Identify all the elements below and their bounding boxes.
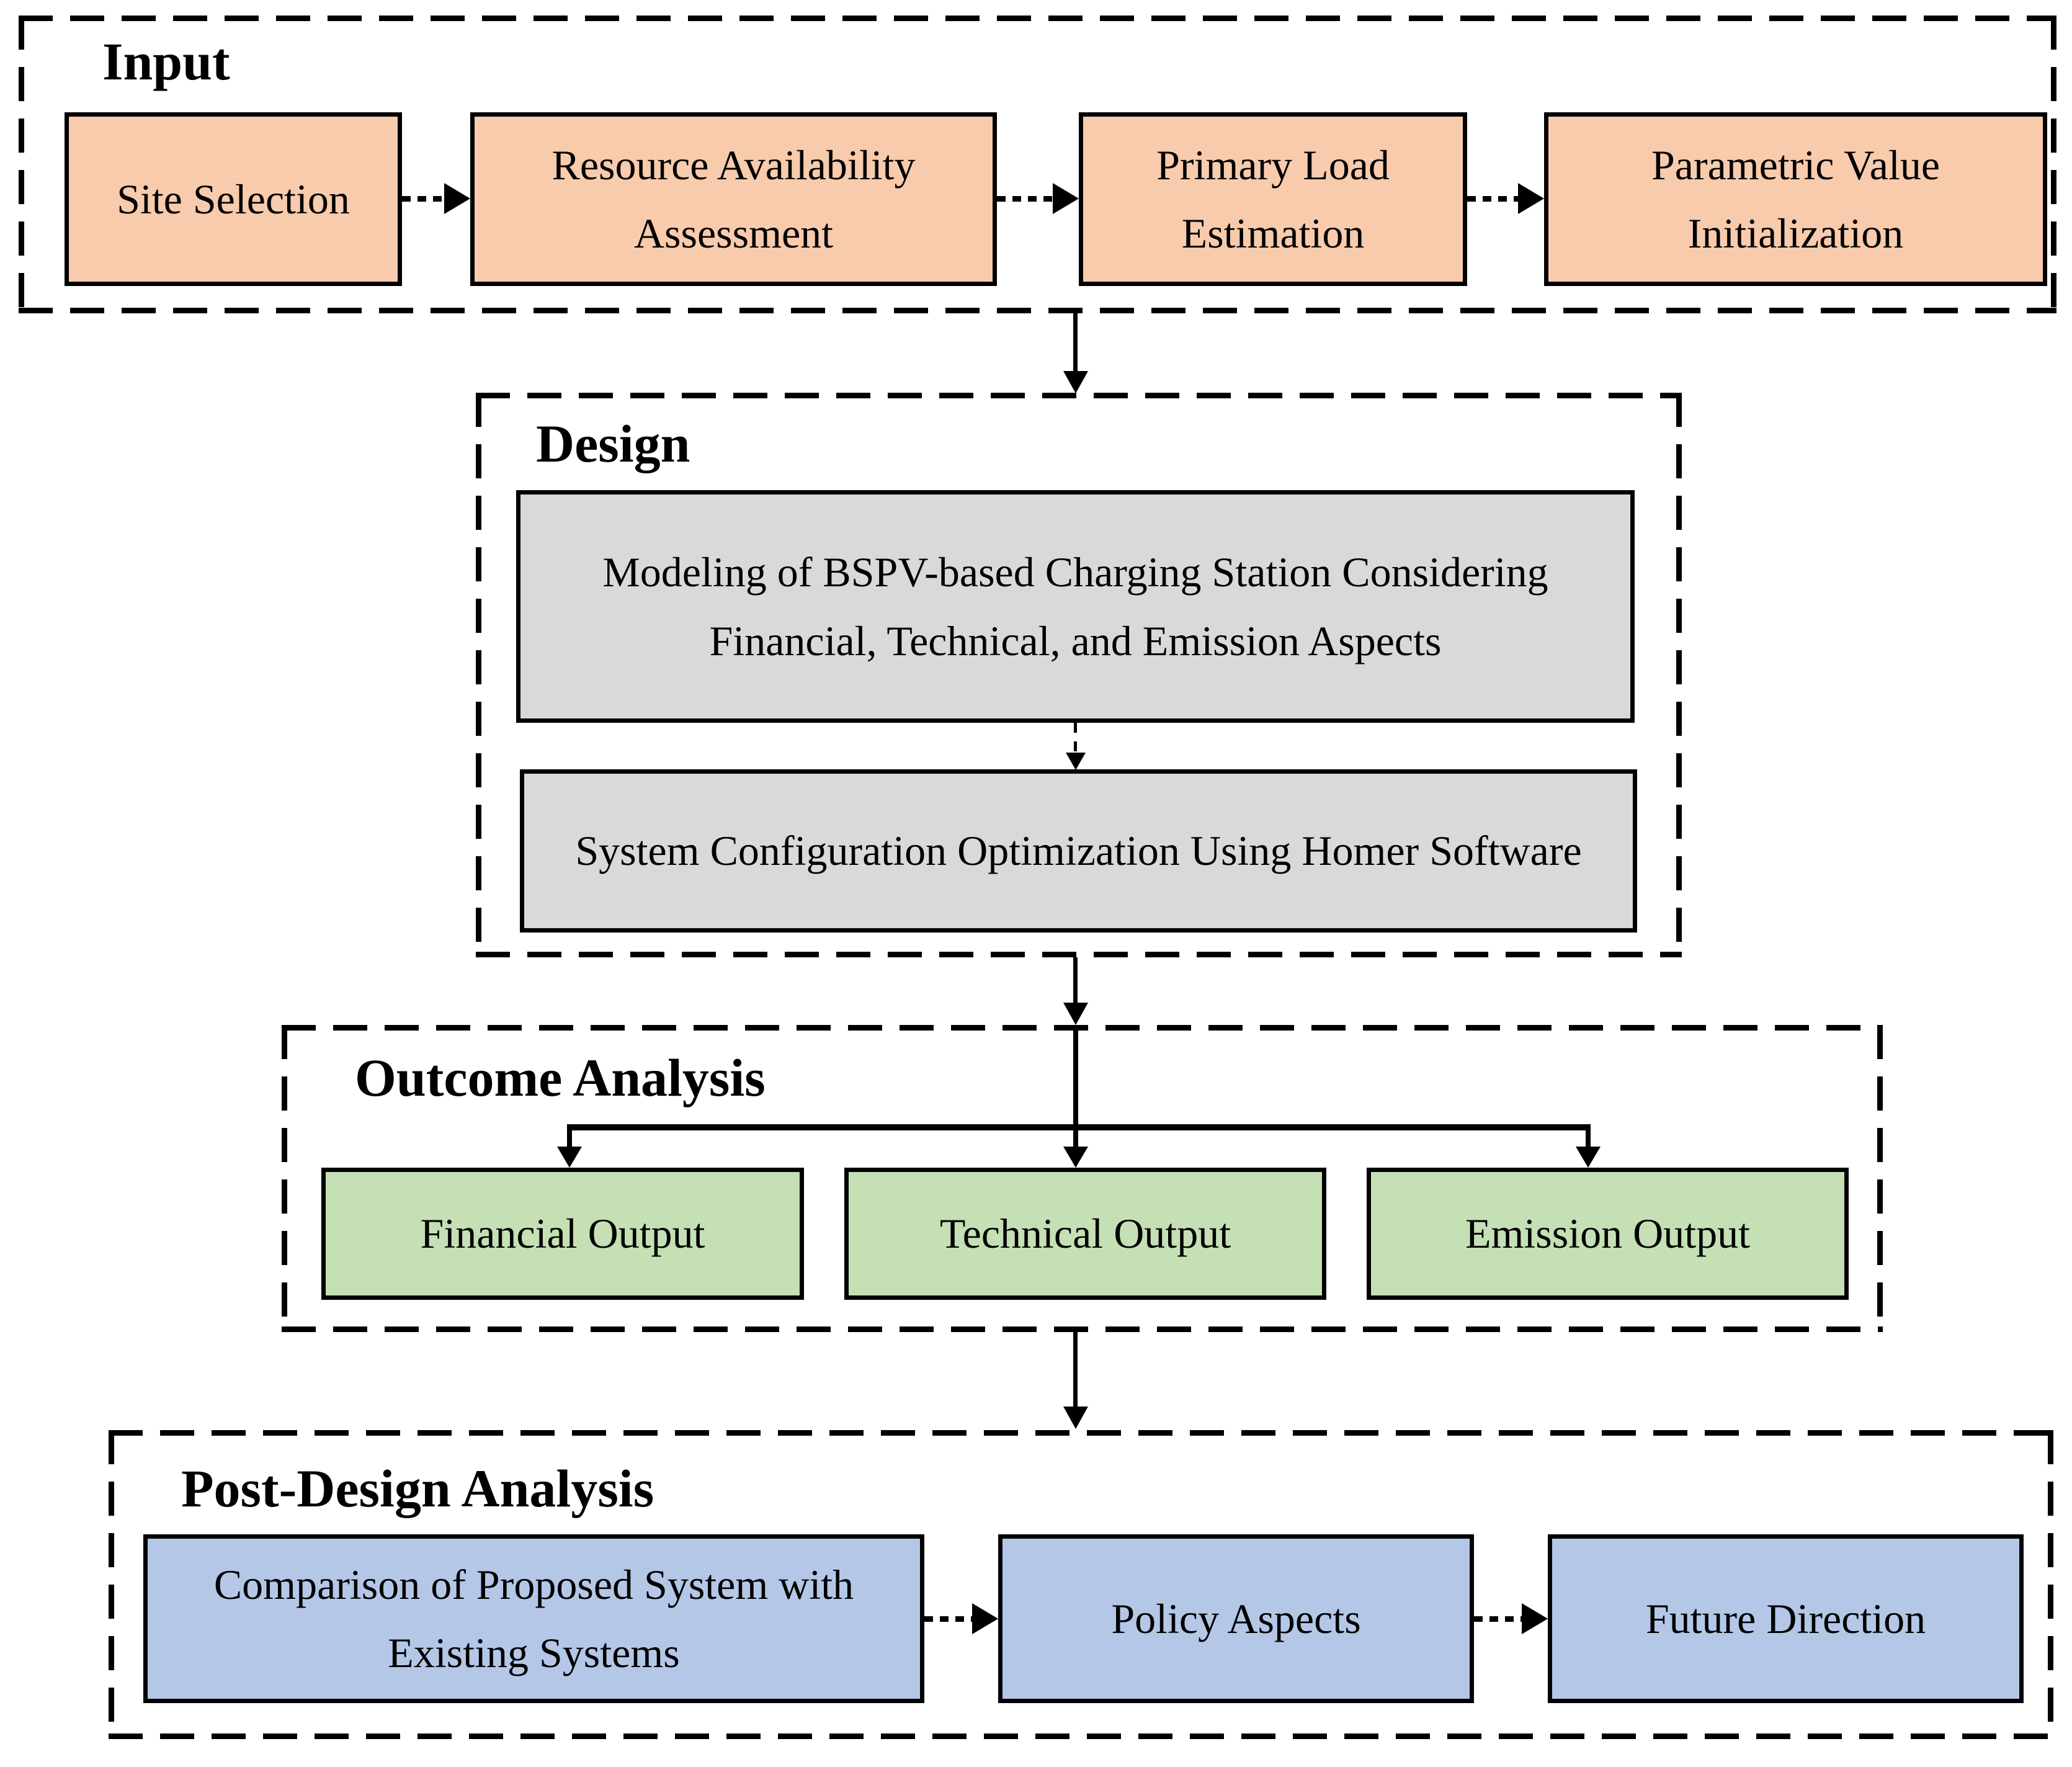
branch-head-technical xyxy=(1063,1147,1088,1168)
process-box-primary-load: Primary Load Estimation xyxy=(1079,112,1467,286)
section-title-design: Design xyxy=(536,414,690,473)
branch-drop-center xyxy=(1073,1124,1078,1149)
branch-head-emission xyxy=(1576,1147,1601,1168)
arrow-design-to-outcome-head xyxy=(1063,1003,1088,1025)
branch-stem xyxy=(1073,1025,1078,1125)
dotted-arrow-policy-to-future-head xyxy=(1522,1603,1548,1634)
dotted-arrow-load-to-parametric-shaft xyxy=(1467,196,1519,202)
process-box-site-selection: Site Selection xyxy=(65,112,402,286)
process-box-system-configuration: System Configuration Optimization Using … xyxy=(520,769,1637,933)
dotted-arrow-comparison-to-policy-head xyxy=(972,1603,998,1634)
arrow-outcome-to-post-design-shaft xyxy=(1073,1332,1078,1408)
process-box-parametric-value: Parametric Value Initialization xyxy=(1544,112,2047,286)
arrow-design-to-outcome-shaft xyxy=(1073,957,1078,1004)
dotted-arrow-resource-to-load-shaft xyxy=(997,196,1054,202)
branch-head-financial xyxy=(557,1147,582,1168)
branch-horizontal-bar xyxy=(567,1124,1591,1130)
dotted-arrow-comparison-to-policy-shaft xyxy=(924,1616,973,1622)
dotted-arrow-site-to-resource-head xyxy=(444,183,470,214)
process-box-financial-output: Financial Output xyxy=(321,1168,804,1300)
process-box-policy-aspects: Policy Aspects xyxy=(998,1534,1474,1703)
dotted-arrow-site-to-resource-shaft xyxy=(402,196,445,202)
section-title-input: Input xyxy=(102,32,230,91)
process-box-future-direction: Future Direction xyxy=(1548,1534,2024,1703)
branch-drop-right xyxy=(1586,1124,1591,1149)
process-box-comparison: Comparison of Proposed System with Exist… xyxy=(143,1534,924,1703)
section-title-outcome: Outcome Analysis xyxy=(355,1048,766,1107)
process-box-modeling-bspv: Modeling of BSPV-based Charging Station … xyxy=(516,490,1635,723)
arrow-input-to-design-head xyxy=(1063,371,1088,393)
process-box-emission-output: Emission Output xyxy=(1367,1168,1849,1300)
arrow-input-to-design-shaft xyxy=(1073,313,1078,372)
dotted-arrow-policy-to-future-shaft xyxy=(1474,1616,1523,1622)
dotted-arrow-resource-to-load-head xyxy=(1053,183,1079,214)
dashed-arrow-modeling-to-optimization-shaft xyxy=(1074,723,1077,754)
dashed-arrow-modeling-to-optimization-head xyxy=(1066,753,1086,770)
section-title-post-design: Post-Design Analysis xyxy=(181,1459,654,1518)
process-box-resource-availability: Resource Availability Assessment xyxy=(470,112,997,286)
branch-drop-left xyxy=(567,1124,572,1149)
dotted-arrow-load-to-parametric-head xyxy=(1518,183,1544,214)
process-box-technical-output: Technical Output xyxy=(844,1168,1326,1300)
arrow-outcome-to-post-design-head xyxy=(1063,1407,1088,1429)
